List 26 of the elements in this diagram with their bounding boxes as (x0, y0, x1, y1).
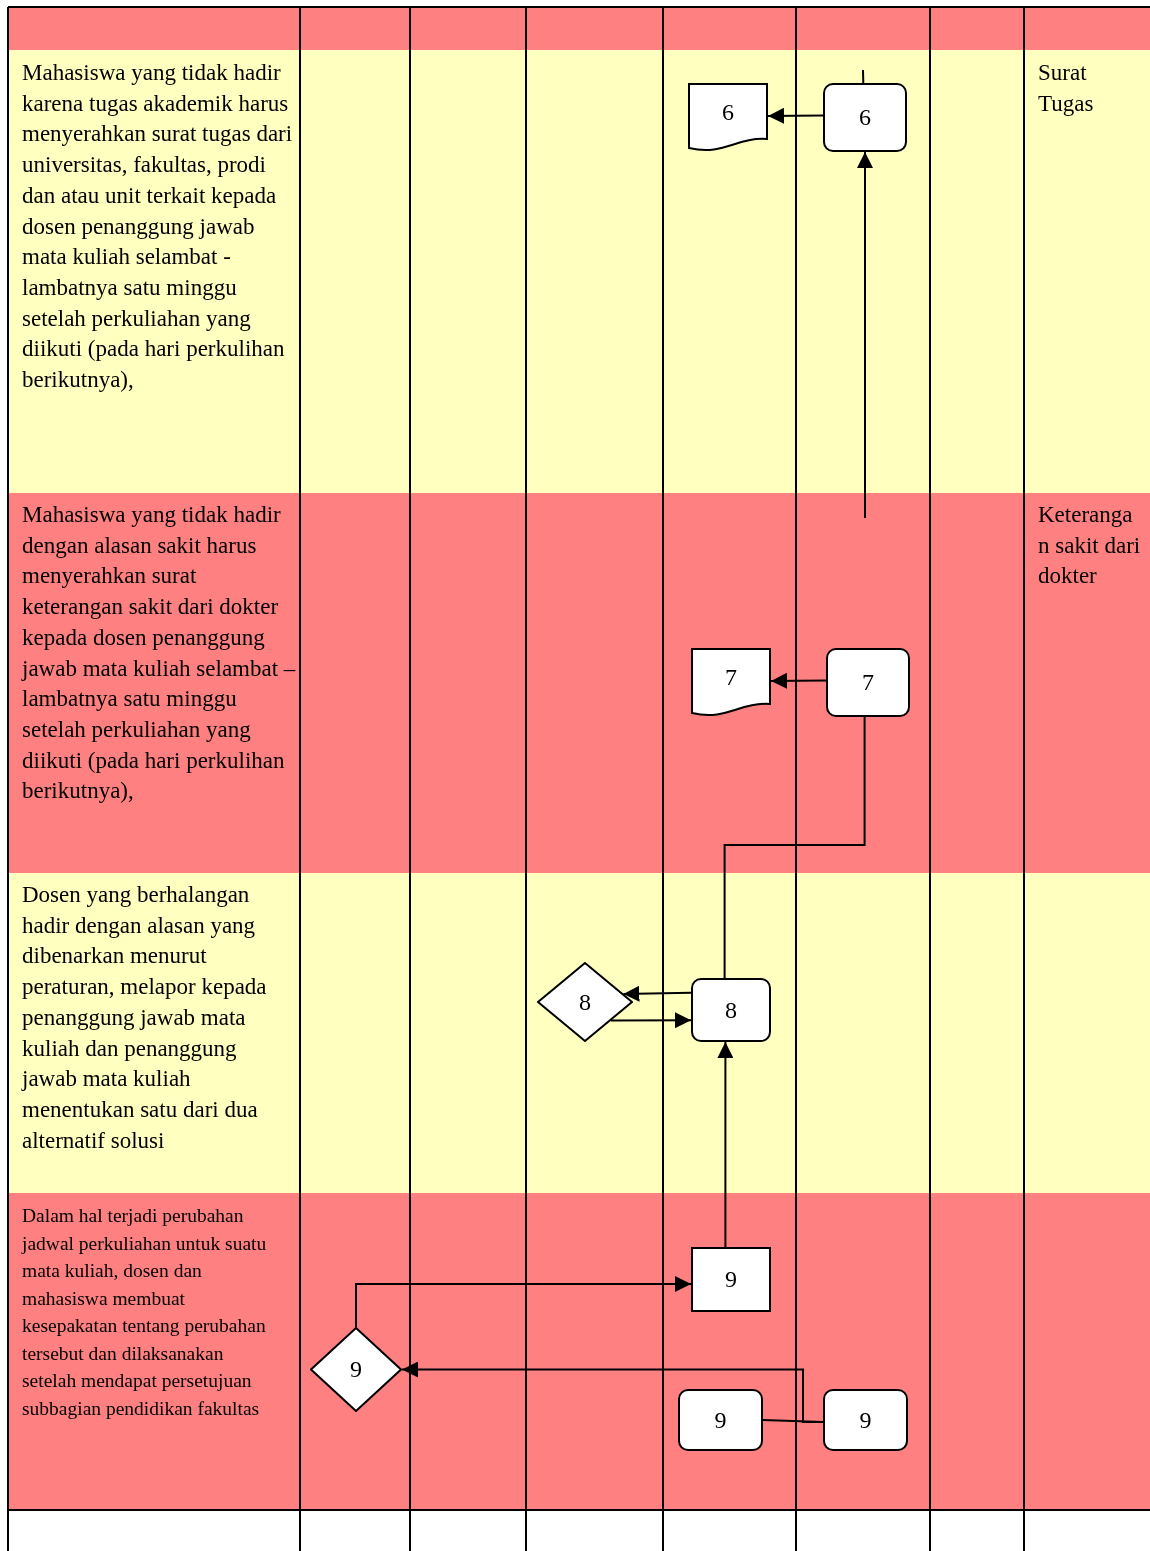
process-box: 8 (691, 978, 771, 1042)
process-box: 9 (691, 1247, 771, 1312)
decision-diamond: 8 (537, 962, 633, 1042)
arrow (609, 1012, 692, 1029)
step-description: Dosen yang berhalangan hadir dengan alasan yang dibenarkan menurut peraturan, melapor kepada penanggung jawab mata kuliah dan penanggung jawab mata kuliah menentukan satu dari dua alternatif solusi (22, 881, 268, 1155)
document-shape: 7 (691, 648, 771, 718)
step-description: Dalam hal terjadi perubahan jadwal perkuliahan untuk suatu mata kuliah, dosen dan mahasiswa membuat kesepakatan tentang perubahan tersebut dan dilaksanakan setelah mendapat persetujuan subbagian pendidikan fakultas (22, 1204, 268, 1421)
step-description: Mahasiswa yang tidak hadir karena tugas akademik harus menyerahkan surat tugas dari universitas, fakultas, prodi dan atau unit terkait kepada dosen penanggung jawab mata kuliah selambat - lambatnya satu minggu setelah perkuliahan yang diikuti (pada hari perkulihan berikutnya), (22, 59, 294, 395)
process-box: 9 (678, 1389, 763, 1451)
arrow (857, 151, 873, 519)
arrow (622, 985, 692, 1002)
document-shape: 6 (688, 83, 768, 153)
connector-line (862, 69, 865, 84)
arrow (717, 1041, 734, 1248)
decision-diamond: 9 (310, 1327, 402, 1412)
document-name: Keterangan sakit dari dokter (1038, 501, 1142, 591)
arrow (770, 672, 827, 689)
process-box: 6 (823, 83, 907, 152)
connector-line (762, 1419, 824, 1423)
connector-line (723, 716, 866, 979)
process-box: 7 (826, 648, 910, 717)
arrow (767, 107, 824, 124)
process-box: 9 (823, 1389, 908, 1451)
step-description: Mahasiswa yang tidak hadir dengan alasan sakit harus menyerahkan surat keterangan sakit dari dokter kepada dosen penanggung jawab mata kuliah selambat – lambatnya satu minggu setelah perkuliahan yang diikuti (pada hari perkulihan berikutnya), (22, 501, 297, 806)
arrow (355, 1276, 692, 1328)
document-name: Surat Tugas (1038, 59, 1095, 118)
